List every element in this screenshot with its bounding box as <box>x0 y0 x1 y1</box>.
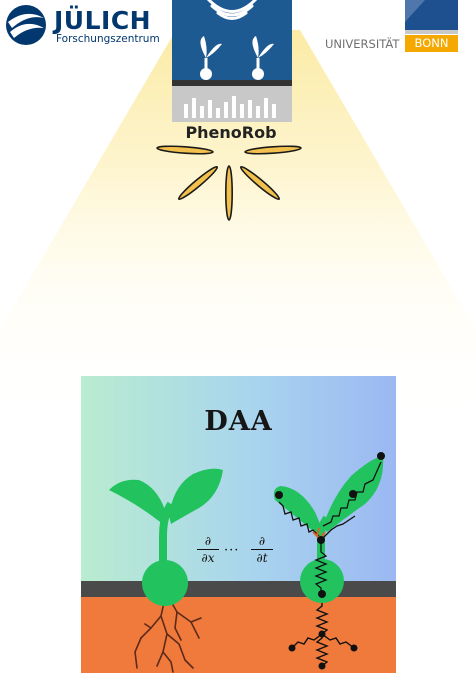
derivative-ellipsis: ··· <box>224 543 240 558</box>
daa-title: DAA <box>204 406 273 437</box>
partial-x-fraction: ∂ ∂x <box>197 533 219 566</box>
soil-region <box>81 597 396 673</box>
phenorob-wordmark: PhenoRob <box>185 123 277 142</box>
daa-figure: DAA <box>81 376 396 673</box>
bonn-box: BONN <box>405 35 458 52</box>
partial-t-denominator: ∂t <box>256 551 268 565</box>
bonn-wordmark: UNIVERSITÄT <box>325 37 400 51</box>
phenorob-emblem-icon <box>172 0 292 122</box>
left-plant <box>109 468 223 606</box>
plant-illustration <box>81 452 396 673</box>
right-plant-root-network <box>288 597 358 670</box>
left-plant-roots <box>134 597 202 673</box>
juelich-subtitle: Forschungszentrum <box>56 33 160 45</box>
bonn-logo: UNIVERSITÄT BONN <box>322 0 476 56</box>
sensor-rays-icon <box>156 145 302 221</box>
right-plant-nodes <box>275 452 385 598</box>
juelich-emblem-icon <box>6 5 46 45</box>
ground-strip <box>81 581 396 597</box>
right-plant-springs <box>278 461 382 594</box>
partial-x-denominator: ∂x <box>201 551 215 565</box>
partial-x-numerator: ∂ <box>197 533 219 550</box>
juelich-logo: JÜLICH Forschungszentrum <box>4 2 164 48</box>
partial-derivatives: ∂ ∂x ··· ∂ ∂t <box>197 533 273 573</box>
partial-t-numerator: ∂ <box>251 533 273 550</box>
juelich-wordmark: JÜLICH <box>54 6 152 35</box>
right-plant <box>273 456 384 603</box>
bonn-emblem-icon <box>405 0 458 34</box>
partial-t-fraction: ∂ ∂t <box>251 533 273 566</box>
phenorob-logo: PhenoRob <box>156 0 306 230</box>
bonn-box-label: BONN <box>414 36 449 50</box>
